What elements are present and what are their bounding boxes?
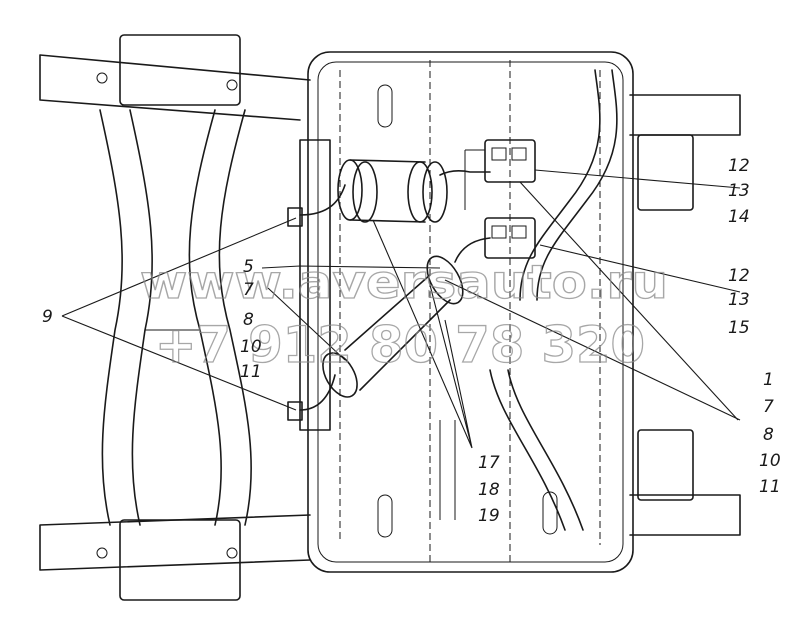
callout-8-left: 8 <box>243 310 254 330</box>
callout-11-left: 11 <box>240 362 262 382</box>
callout-19: 19 <box>478 506 500 526</box>
watermark-site: www.aversauto.ru <box>140 255 668 309</box>
callout-17: 17 <box>478 453 500 473</box>
fitting-left-upper <box>287 207 303 227</box>
leader-lines <box>61 169 741 449</box>
frame-rail-top <box>39 54 741 136</box>
callout-5: 5 <box>243 257 254 277</box>
fitting-left-lower <box>287 401 303 421</box>
valve-block-upper <box>464 139 536 210</box>
valve-block-lower <box>484 217 536 259</box>
frame-bracket-bottom <box>96 429 694 601</box>
callout-11-right: 11 <box>759 477 781 497</box>
callout-12-mid: 12 <box>728 266 750 286</box>
callout-9: 9 <box>42 307 53 327</box>
callout-7-right: 7 <box>763 397 774 417</box>
callout-12-top: 12 <box>728 156 750 176</box>
callout-15: 15 <box>728 318 750 338</box>
watermark: www.aversauto.ru +7 912 80 78 320 <box>139 254 668 374</box>
callout-labels: 9 5 7 8 10 11 12 13 14 12 13 15 1 7 8 10… <box>42 156 781 526</box>
callout-7-left: 7 <box>243 280 254 300</box>
callout-10-right: 10 <box>759 451 781 471</box>
callout-13-mid: 13 <box>728 290 750 310</box>
callout-8-right: 8 <box>763 425 774 445</box>
callout-18: 18 <box>478 480 500 500</box>
watermark-phone: +7 912 80 78 320 <box>155 316 645 374</box>
callout-13-top: 13 <box>728 181 750 201</box>
cross-member <box>99 109 252 526</box>
callout-1: 1 <box>763 370 774 390</box>
mounting-plate <box>299 139 331 431</box>
coiled-hose-upper <box>299 159 491 223</box>
frame-bracket-top <box>96 34 694 211</box>
frame-rail-bottom <box>39 494 741 571</box>
callout-10-left: 10 <box>240 337 262 357</box>
callout-14: 14 <box>728 207 750 227</box>
fuel-tank <box>307 51 634 573</box>
